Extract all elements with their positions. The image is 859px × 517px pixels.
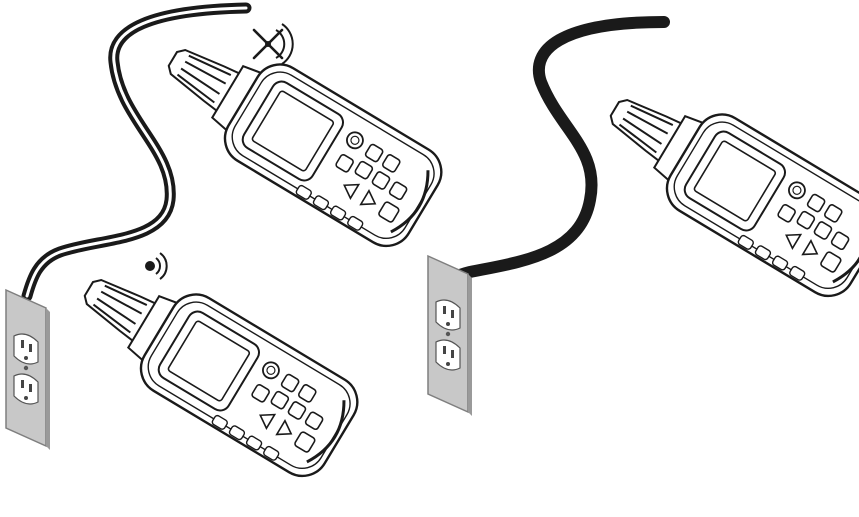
no-signal-icon: [254, 24, 293, 64]
cable-icon: [27, 8, 246, 296]
detector-icon: [145, 13, 451, 256]
scene-right: [428, 22, 859, 416]
detector-icon: [587, 63, 859, 306]
detector-icon: [61, 243, 367, 486]
scene-left: [6, 8, 451, 486]
cable-icon: [453, 22, 664, 278]
signal-detected-icon: [145, 253, 167, 279]
outlet-icon: [428, 256, 472, 416]
outlet-icon: [6, 290, 50, 450]
